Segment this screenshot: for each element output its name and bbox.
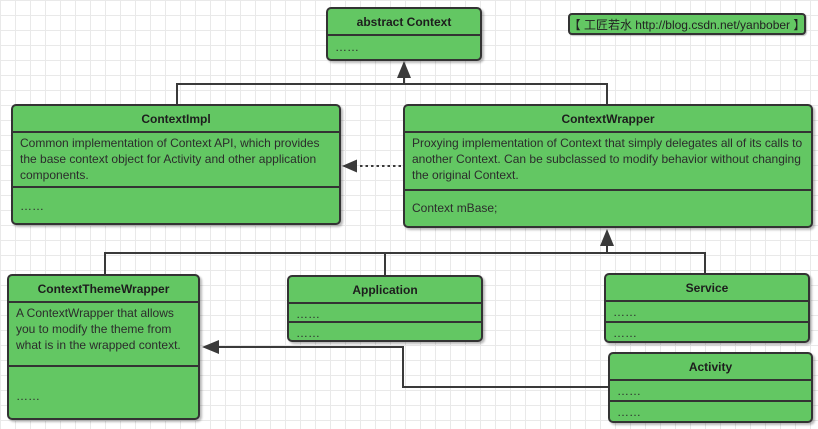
class-description: Common implementation of Context API, wh… (20, 136, 320, 182)
class-title: Activity (610, 354, 811, 381)
inheritance-connector-to-abstract-context (176, 61, 608, 104)
class-members: …… (13, 186, 339, 223)
inheritance-connector-activity-to-contextthemewrapper (202, 340, 609, 388)
class-title: Application (289, 277, 481, 304)
class-title: ContextThemeWrapper (9, 276, 198, 303)
class-box-activity: Activity …… …… (608, 352, 813, 423)
watermark-badge: 【 工匠若水 http://blog.csdn.net/yanbober 】 (568, 13, 806, 35)
class-title: ContextImpl (13, 106, 339, 133)
class-members: …… (9, 365, 198, 418)
class-members: …… (606, 320, 808, 342)
class-members: …… (335, 40, 359, 54)
class-box-service: Service …… …… (604, 273, 810, 343)
class-members: …… (617, 384, 641, 398)
class-description: A ContextWrapper that allows you to modi… (16, 306, 181, 352)
class-box-contextthemewrapper: ContextThemeWrapper A ContextWrapper tha… (7, 274, 200, 420)
arrowhead-left-icon (202, 340, 219, 354)
arrowhead-up-icon (600, 229, 614, 246)
dotted-dependency-connector-wrapper-to-impl (342, 159, 401, 173)
class-box-contextwrapper: ContextWrapper Proxying implementation o… (403, 104, 813, 228)
class-title: abstract Context (328, 9, 480, 36)
class-members: …… (613, 305, 637, 319)
class-title: ContextWrapper (405, 106, 811, 133)
class-box-contextimpl: ContextImpl Common implementation of Con… (11, 104, 341, 225)
inheritance-connector-to-contextwrapper (104, 229, 706, 276)
class-members: …… (610, 400, 811, 421)
class-members: Context mBase; (405, 189, 811, 226)
class-members: …… (289, 321, 481, 340)
arrowhead-up-icon (397, 61, 411, 78)
class-box-abstract-context: abstract Context …… (326, 7, 482, 61)
arrowhead-left-icon (342, 159, 357, 173)
class-box-application: Application …… …… (287, 275, 483, 342)
class-description: Proxying implementation of Context that … (412, 136, 803, 182)
class-members: …… (296, 307, 320, 321)
class-title: Service (606, 275, 808, 302)
